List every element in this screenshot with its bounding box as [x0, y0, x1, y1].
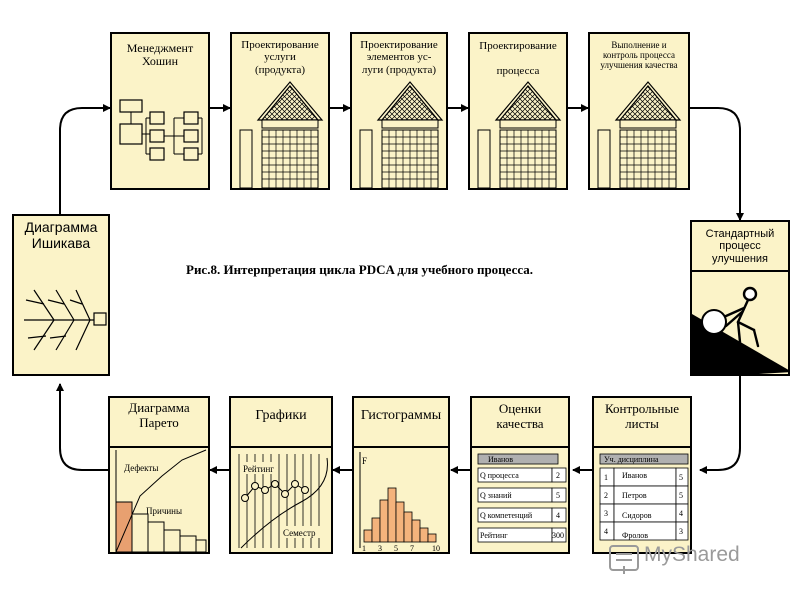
ishikawa-title: Диаграмма Ишикава — [24, 219, 98, 251]
histogram-icon: F 1 3 5 7 10 — [359, 452, 440, 553]
house-of-quality-icon — [597, 81, 681, 188]
execution-control-box: Выполнение и контроль процесса улучшения… — [588, 32, 690, 190]
process-design-box: Проектирование процесса — [468, 32, 568, 190]
flow-arrow-standard-to-checklists — [699, 376, 741, 474]
histogram-tick-1: 1 — [362, 544, 366, 553]
graphs-label-rating: Рейтинг — [243, 464, 274, 474]
elements-design-title: Проектирование элементов ус- луги (проду… — [360, 39, 438, 76]
pareto-label-defects: Дефекты — [124, 463, 158, 473]
quality-row-value: 4 — [556, 511, 560, 520]
management-title: Менеджмент Хошин — [126, 41, 194, 69]
checklist-row-value: 5 — [679, 473, 683, 482]
histogram-tick-3: 3 — [378, 544, 382, 553]
quality-scores-table: Иванов Q процесса 2 Q знаний 5 Q компете… — [477, 453, 567, 543]
quality-row-value: 300 — [552, 531, 564, 540]
figure-caption: Рис.8. Интерпретация цикла PDCA для учеб… — [186, 262, 534, 277]
flow-arrow-to-standard — [690, 107, 744, 221]
histograms-box: Гистограммы F 1 3 5 7 10 — [352, 396, 450, 554]
management-hoshin-box: Менеджмент Хошин — [110, 32, 210, 190]
quality-row-label: Q компетенций — [480, 511, 533, 520]
fishbone-diagram-icon — [24, 289, 107, 351]
checklist-table: Уч. дисциплина 1 Иванов 5 2 Петров 5 3 С… — [599, 453, 689, 541]
quality-row-label: Рейтинг — [480, 531, 508, 540]
quality-row-value: 5 — [556, 491, 560, 500]
checklist-row-value: 3 — [679, 527, 683, 536]
checklist-row-name: Фролов — [622, 531, 648, 540]
org-chart-icon — [119, 99, 203, 161]
histogram-tick-7: 7 — [410, 544, 414, 553]
graphs-box: Графики Рейтинг Семестр — [229, 396, 333, 554]
pareto-chart-icon: Дефекты Причины — [115, 449, 207, 552]
ishikawa-box: Диаграмма Ишикава — [12, 214, 110, 376]
person-pushing-boulder-icon — [692, 286, 788, 374]
flow-arrow-pareto-to-ishikawa — [56, 383, 108, 471]
checklist-row-value: 4 — [679, 509, 683, 518]
histograms-title: Гистограммы — [360, 408, 442, 423]
standard-process-title: Стандартный процесс улучшения — [705, 228, 775, 265]
house-of-quality-icon — [359, 81, 443, 188]
checklist-row-num: 1 — [604, 473, 608, 482]
quality-title: Оценки качества — [496, 401, 544, 431]
checklist-row-value: 5 — [679, 491, 683, 500]
standard-process-box: Стандартный процесс улучшения — [690, 220, 790, 376]
house-of-quality-icon — [239, 81, 323, 188]
checklist-row-num: 2 — [604, 491, 608, 500]
quality-row-label: Q процесса — [480, 471, 519, 480]
histogram-tick-10: 10 — [432, 544, 440, 553]
checklists-title: Контрольные листы — [604, 401, 680, 431]
pareto-label-causes: Причины — [146, 506, 182, 516]
quality-student-name: Иванов — [488, 455, 513, 464]
quality-scores-box: Оценки качества Иванов Q процесса 2 Q зн… — [470, 396, 570, 554]
quality-row-label: Q знаний — [480, 491, 512, 500]
service-design-title: Проектирование услуги (продукта) — [241, 39, 319, 76]
process-design-title: Проектирование процесса — [479, 40, 557, 77]
line-graph-icon: Рейтинг Семестр — [238, 454, 328, 549]
service-design-box: Проектирование услуги (продукта) — [230, 32, 330, 190]
graphs-title: Графики — [255, 408, 307, 423]
elements-design-box: Проектирование элементов ус- луги (проду… — [350, 32, 448, 190]
histogram-tick-5: 5 — [394, 544, 398, 553]
pareto-title: Диаграмма Парето — [128, 400, 190, 430]
checklists-box: Контрольные листы Уч. дисциплина 1 Ивано… — [592, 396, 692, 554]
watermark-text: MyShared — [644, 543, 740, 566]
pareto-box: Диаграмма Парето Дефекты Причины — [108, 396, 210, 554]
execution-control-title: Выполнение и контроль процесса улучшения… — [600, 40, 678, 71]
quality-row-value: 2 — [556, 471, 560, 480]
house-of-quality-icon — [477, 81, 561, 188]
graphs-label-semester: Семестр — [283, 528, 316, 538]
checklist-header: Уч. дисциплина — [604, 455, 659, 464]
checklist-row-name: Иванов — [622, 471, 647, 480]
checklist-row-num: 3 — [604, 509, 608, 518]
checklist-row-name: Петров — [622, 491, 647, 500]
myshared-logo-icon — [609, 545, 639, 574]
checklist-row-name: Сидоров — [622, 511, 652, 520]
histogram-label-f: F — [362, 456, 367, 466]
checklist-row-num: 4 — [604, 527, 608, 536]
